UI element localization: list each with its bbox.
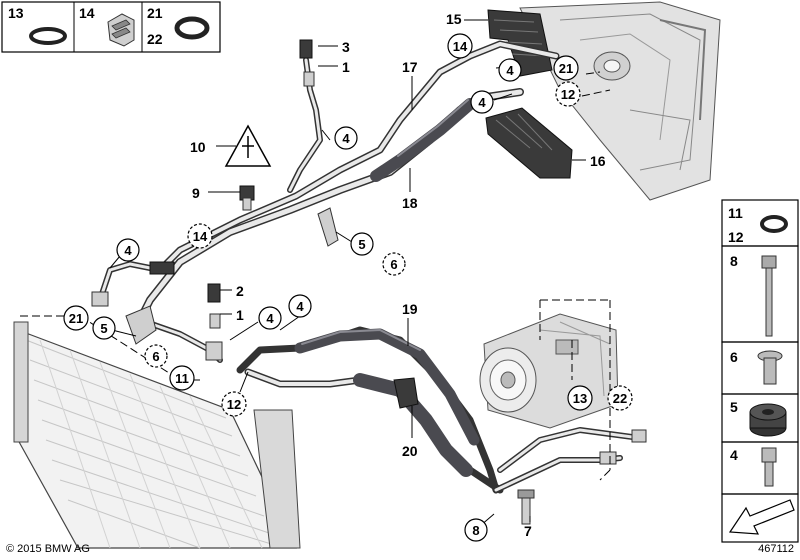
callout-17: 17 [402,59,418,75]
long-bolt-icon [761,255,777,337]
condenser [13,321,301,549]
callout-4-left: 4 [124,243,132,258]
callout-19: 19 [402,301,418,317]
callout-3: 3 [342,39,350,55]
evaporator-housing [519,1,721,201]
callout-4-top-b: 4 [478,95,486,110]
callout-13: 13 [573,391,587,406]
legend-label-4: 4 [730,447,738,463]
legend-label-5: 5 [730,399,738,415]
legend-label-21: 21 [147,5,163,21]
warning-triangle-icon [224,124,272,167]
callout-4-center: 4 [266,311,274,326]
callout-22: 22 [613,391,627,406]
callout-20: 20 [402,443,418,459]
callout-1-mid: 1 [236,307,244,323]
callout-12-bottom: 12 [227,397,241,412]
callout-14-left: 14 [193,229,208,244]
callout-12-top: 12 [561,87,575,102]
arrow-symbol-icon [728,499,795,535]
legend-label-13: 13 [8,5,24,21]
callout-14-top: 14 [453,39,468,54]
callout-4-mid: 4 [342,131,350,146]
callout-4-right: 4 [296,299,304,314]
callout-5-left: 5 [100,321,107,336]
callout-5-top: 5 [358,237,365,252]
callout-1-top: 1 [342,59,350,75]
callout-6-left: 6 [152,349,159,364]
diagram-number: 467112 [758,543,794,555]
callout-15: 15 [446,11,462,27]
legend-label-6: 6 [730,349,738,365]
bracket-16 [485,107,573,179]
legend-top: 13 14 21 22 [1,1,221,53]
circled-callouts: 14 4 21 4 12 4 14 4 5 6 21 4 4 5 6 11 12 [63,33,633,542]
legend-label-14: 14 [79,5,95,21]
screw-icon [761,447,777,487]
callout-7: 7 [524,523,532,539]
bracket-15 [487,9,553,77]
callout-11: 11 [175,371,189,386]
refrigerant-lines [91,39,647,525]
callout-8: 8 [472,523,479,538]
callout-18: 18 [402,195,418,211]
ac-compressor [479,313,619,429]
callout-21-left: 21 [69,311,83,326]
rubber-mount-icon [749,403,787,437]
callout-4-top-a: 4 [506,63,514,78]
o-ring-icon [29,27,67,45]
callout-2: 2 [236,283,244,299]
callout-6-top: 6 [390,257,397,272]
legend-label-12: 12 [728,229,744,245]
legend-label-11: 11 [728,205,743,221]
callout-9: 9 [192,185,200,201]
callout-21-top: 21 [559,61,573,76]
seal-ring-icon [174,16,210,40]
callout-10: 10 [190,139,206,155]
legend-label-8: 8 [730,253,738,269]
copyright-notice: © 2015 BMW AG [6,543,90,555]
clip-icon [107,13,135,47]
legend-right: 11 12 8 6 5 4 [721,199,799,543]
o-ring-small-icon [760,215,788,233]
collar-bolt-icon [757,350,783,385]
legend-label-22: 22 [147,31,163,47]
callout-16: 16 [590,153,606,169]
